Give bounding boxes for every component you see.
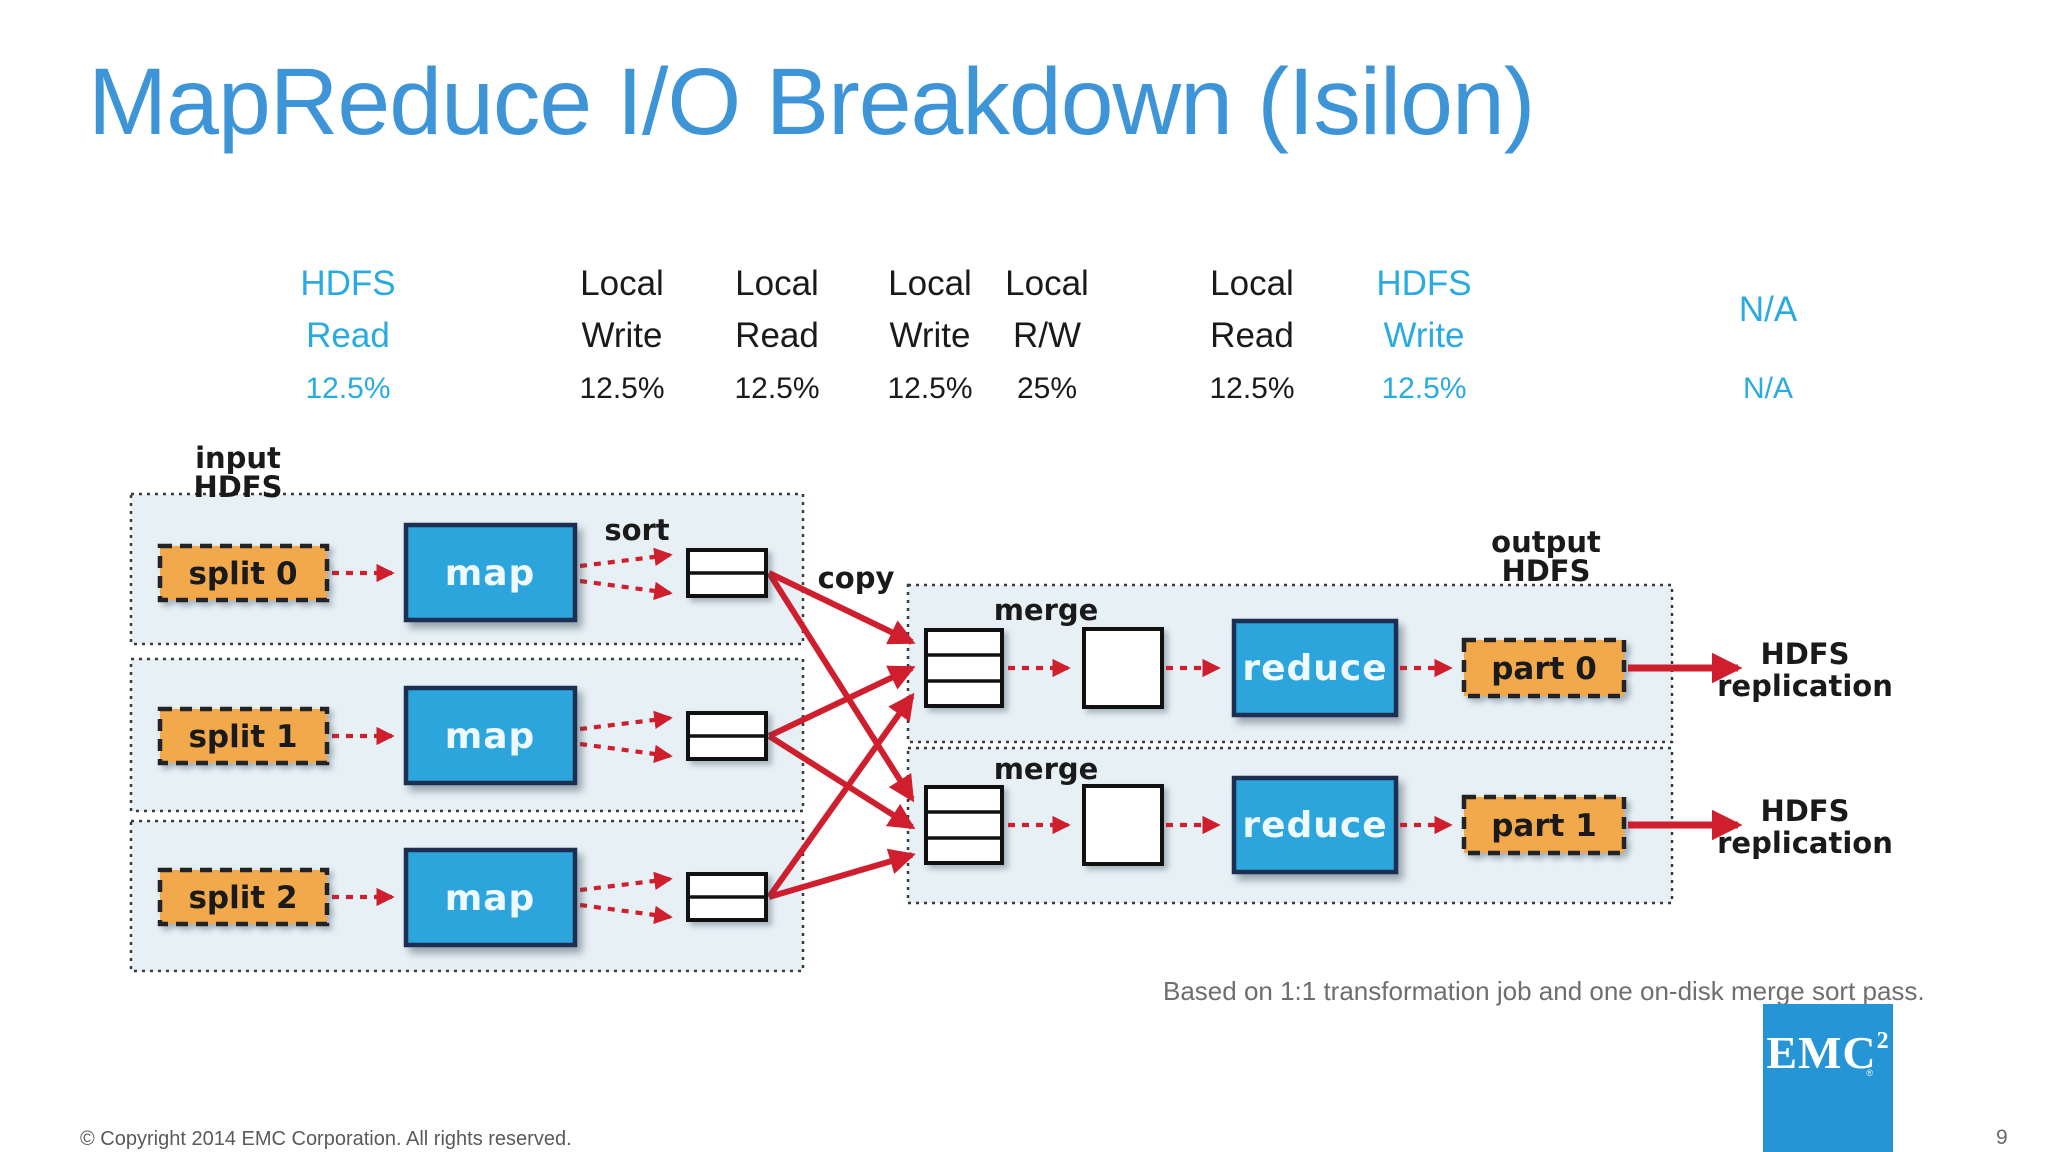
io-col-label: N/A [1738,290,1798,329]
reduce1-label: reduce [1242,805,1387,846]
io-column-local-write-2: Local Write 12.5% [887,258,972,407]
copyright-text: © Copyright 2014 EMC Corporation. All ri… [80,1128,572,1150]
reduce0-box [1231,618,1399,718]
hdfs-replication0-line1: HDFS [1760,637,1849,671]
io-col-value: 25% [1016,372,1078,405]
arrow-map0-buffer-b [579,578,673,601]
io-col-label: Read [1210,316,1294,355]
io-col-label: HDFS [300,264,396,303]
arrow-map2-buffer-b [579,902,673,925]
merge-buffer0 [924,628,1004,708]
io-column-local-read-1: Local Read 12.5% [734,258,819,407]
io-col-value: 12.5% [1209,372,1295,405]
emc-logo-text: EMC2 [1763,1026,1893,1079]
slide-title: MapReduce I/O Breakdown (Isilon) [88,49,1535,155]
sort-label: sort [604,513,669,547]
io-column-hdfs-write: HDFS Write 12.5% [1376,258,1471,407]
map1-label: map [445,716,536,757]
output-hdfs-label-line1: output [1491,525,1601,559]
io-column-local-rw: Local R/W 25% [1005,258,1089,407]
io-column-na: N/A N/A [1739,258,1797,407]
input-hdfs-label-line1: input [195,441,281,475]
map0-box [403,522,578,623]
io-col-label: Local [735,264,819,303]
arrow-copy-buf0-merge1 [766,571,915,803]
arrow-map1-buffer-a [579,710,673,732]
split2-label: split 2 [188,880,297,916]
reduce0-label: reduce [1242,648,1387,689]
io-col-value: N/A [1742,372,1794,405]
map0-label: map [445,553,536,594]
io-col-label: Write [889,316,971,355]
arrow-copy-buf2-merge1 [768,848,916,900]
input-hdfs-label-line2: HDFS [193,470,282,504]
hdfs-replication1-line2: replication [1717,826,1893,860]
io-col-label: HDFS [1376,264,1472,303]
footnote: Based on 1:1 transformation job and one … [1163,976,1925,1006]
part0-label: part 0 [1491,651,1597,687]
emc-logo-superscript: 2 [1876,1028,1890,1054]
arrow-copy-buf1-merge1 [767,733,916,830]
io-col-value: 12.5% [887,372,973,405]
page-number: 9 [1996,1126,2008,1149]
emc-logo-word: EMC [1766,1027,1877,1078]
part0-box [1461,637,1627,699]
io-col-label: Local [1005,264,1089,303]
io-col-value: 12.5% [579,372,665,405]
arrow-map1-buffer-b [579,741,673,764]
io-col-value: 12.5% [734,372,820,405]
hdfs-replication1-line1: HDFS [1760,794,1849,828]
io-col-value: 12.5% [1381,372,1467,405]
copy-label: copy [818,561,895,595]
io-column-hdfs-read: HDFS Read 12.5% [300,258,395,407]
io-col-label: Write [581,316,663,355]
io-col-label: Write [1383,316,1465,355]
io-col-value: 12.5% [305,372,391,405]
merge-square0 [1082,627,1164,709]
part1-label: part 1 [1491,808,1597,844]
io-col-label: Read [306,316,390,355]
arrow-map0-buffer-a [579,547,673,569]
arrow-copy-buf1-merge0 [767,665,916,739]
map2-label: map [445,878,536,919]
split0-box [157,543,330,603]
merge-label-top: merge [994,593,1099,627]
io-col-label: Local [1210,264,1294,303]
reduce1-box [1231,775,1399,875]
hdfs-replication0-line2: replication [1717,669,1893,703]
emc-logo: EMC2 ® [1763,1004,1893,1152]
io-col-label: Read [735,316,819,355]
merge-buffer1 [924,785,1004,865]
emc-logo-registered-mark: ® [1866,1068,1873,1078]
merge-label-bottom: merge [994,752,1099,786]
io-column-local-read-2: Local Read 12.5% [1209,258,1294,407]
arrow-map2-buffer-a [579,871,673,893]
output-hdfs-label-line2: HDFS [1501,554,1590,588]
arrow-copy-buf2-merge0 [766,692,915,899]
merge-square1 [1082,784,1164,866]
io-column-local-write-1: Local Write 12.5% [579,258,664,407]
map1-box [403,685,578,786]
split2-box [157,867,330,927]
map2-box [403,847,578,948]
io-col-label: Local [888,264,972,303]
split0-label: split 0 [188,556,297,592]
split1-box [157,706,330,766]
arrow-copy-buf0-merge0 [767,570,916,645]
part1-box [1461,794,1627,856]
io-col-label: Local [580,264,664,303]
io-col-label: R/W [1012,316,1082,355]
split1-label: split 1 [188,719,297,755]
